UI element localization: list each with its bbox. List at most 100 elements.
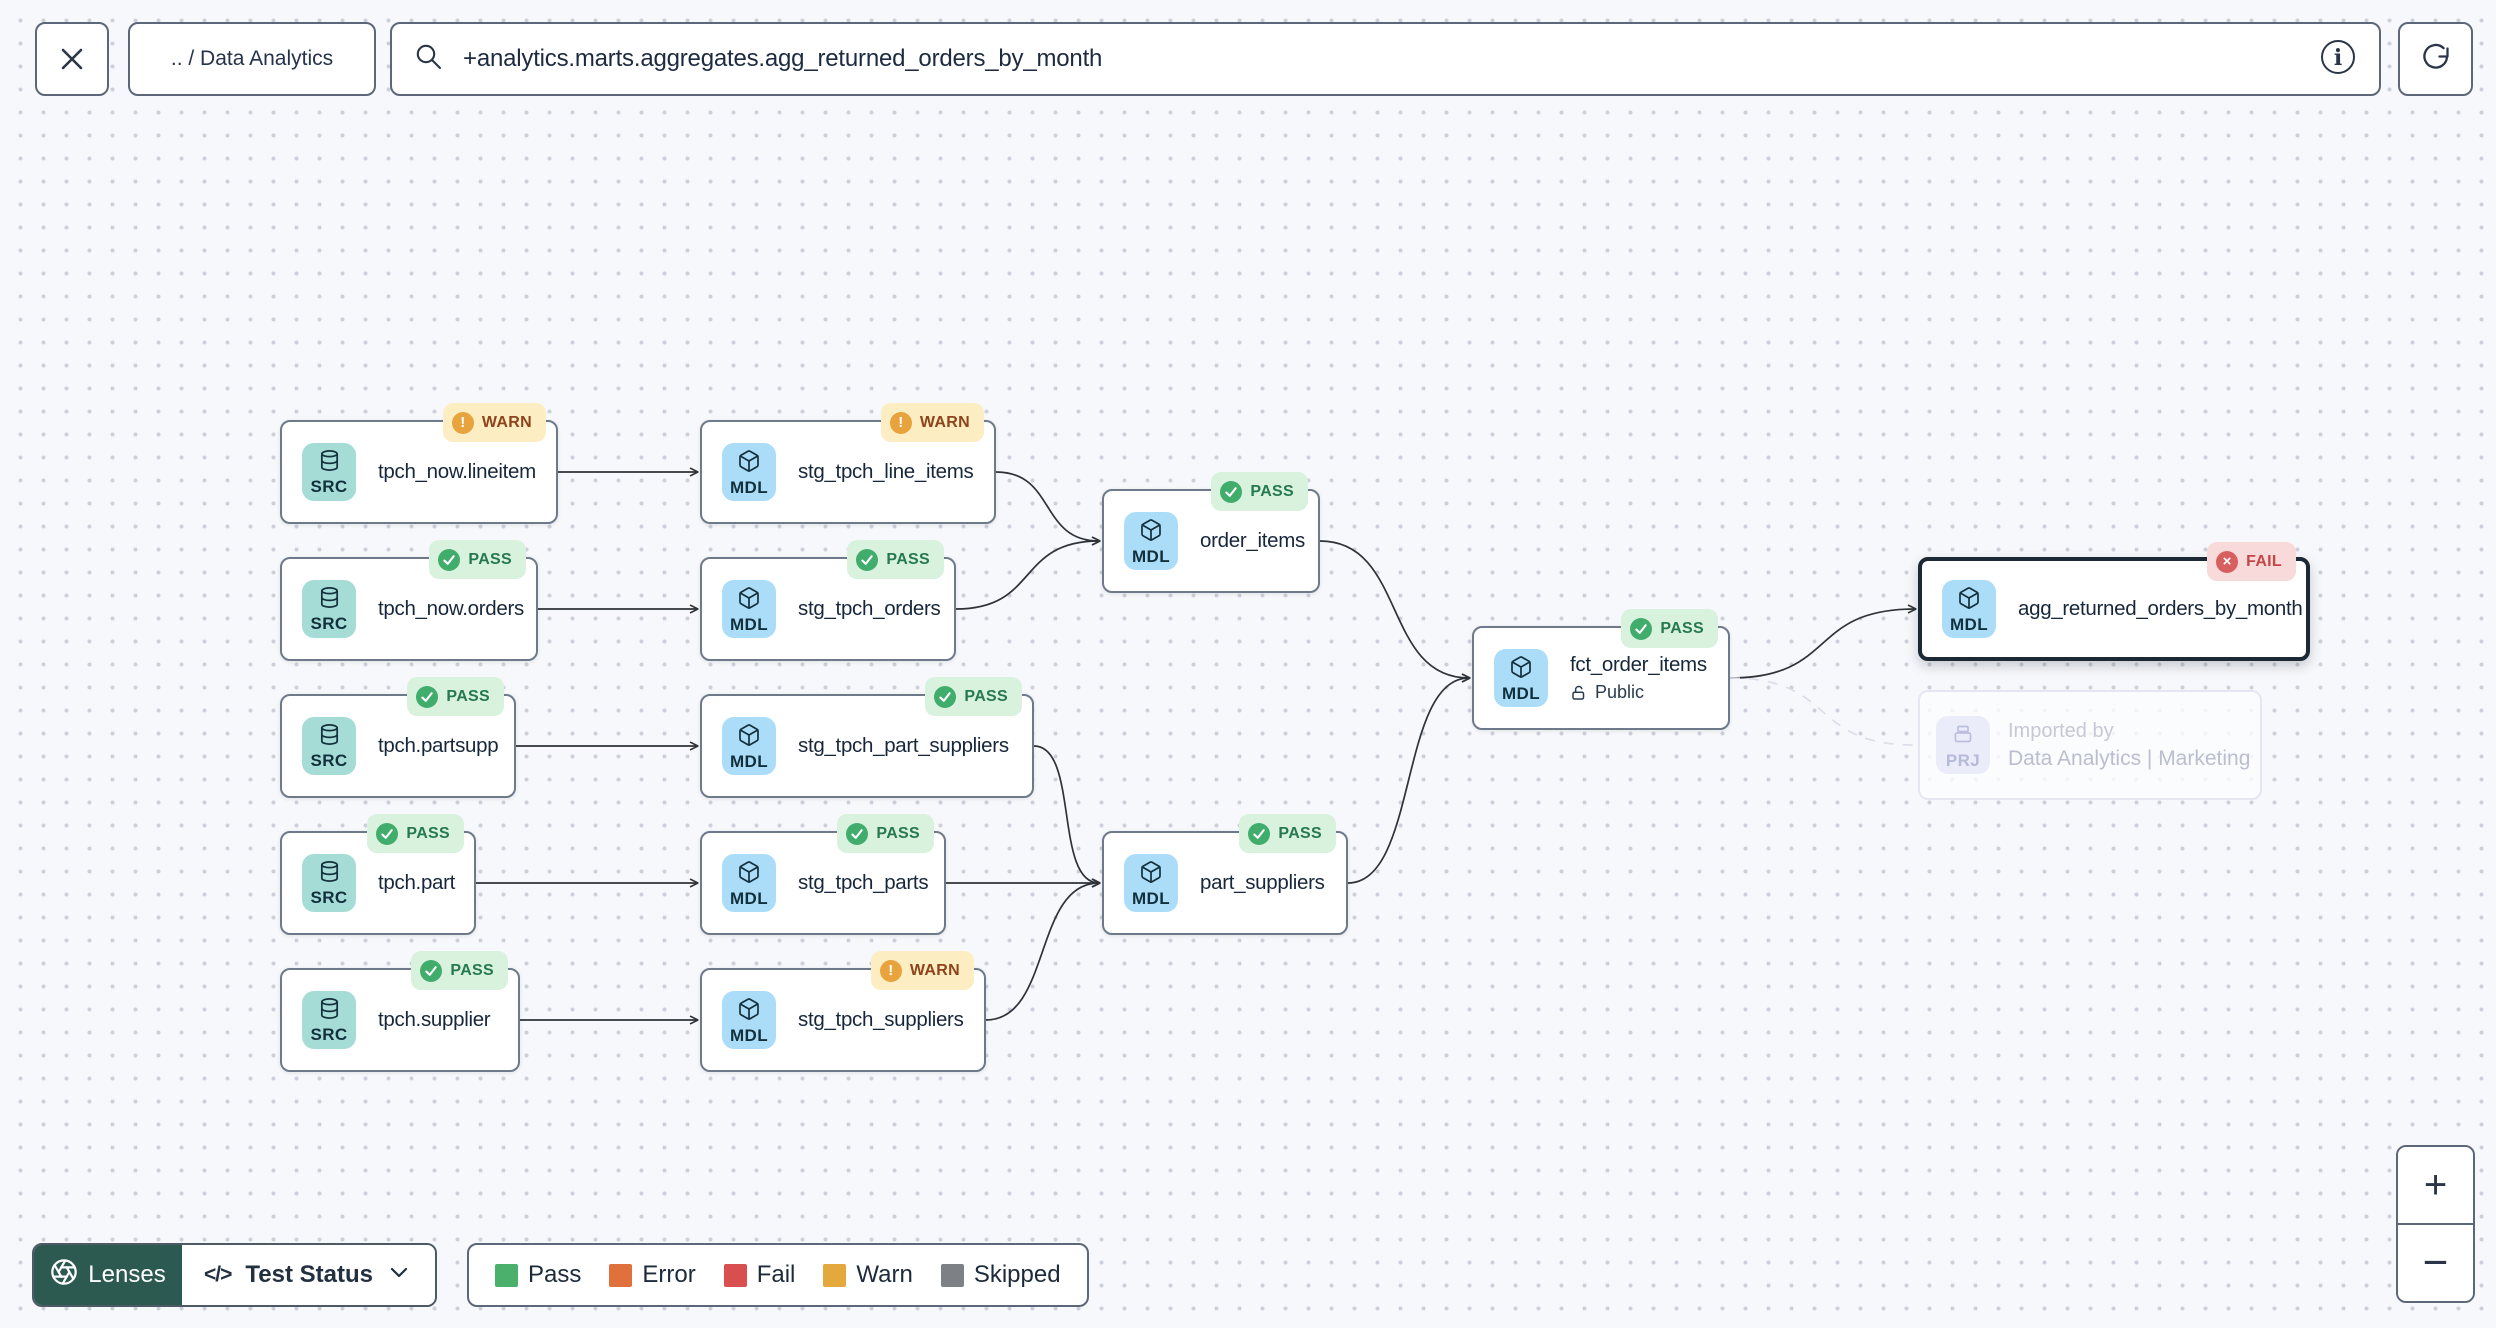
ghost-node-caption: Imported by (2008, 719, 2114, 742)
status-badge-warn: ! WARN (442, 403, 546, 442)
node-type-badge: MDL (722, 854, 776, 912)
legend-item-error: Error (609, 1261, 696, 1289)
node-type-badge: MDL (1942, 580, 1996, 638)
status-dot: ! (889, 411, 912, 434)
status-badge-warn: !WARN (870, 951, 974, 990)
node-type-label: MDL (729, 477, 769, 497)
node-type-label: MDL (1949, 614, 1989, 634)
graph-node-order_items[interactable]: MDL order_items PASS (1102, 472, 1320, 593)
status-label: WARN (481, 413, 532, 431)
node-content: stg_tpch_orders (798, 597, 941, 621)
project-icon (1951, 722, 1975, 751)
legend-label: Fail (756, 1261, 796, 1288)
graph-node-stg_parts[interactable]: MDL stg_tpch_parts PASS (700, 814, 946, 935)
status-label: FAIL (2246, 552, 2282, 570)
status-badge-pass: PASS (411, 951, 508, 990)
graph-node-part_suppliers[interactable]: MDL part_suppliers PASS (1102, 814, 1348, 935)
refresh-button[interactable] (2398, 22, 2473, 96)
node-title: tpch.part (378, 871, 456, 894)
node-type-label: SRC (310, 751, 348, 770)
status-badge-pass: PASS (407, 677, 504, 716)
node-content: part_suppliers (1200, 871, 1325, 895)
node-type-label: MDL (1131, 888, 1171, 908)
chevron-down-icon (387, 1260, 411, 1291)
status-label: PASS (886, 550, 930, 568)
node-title: order_items (1200, 529, 1305, 552)
node-content: stg_tpch_suppliers (798, 1008, 964, 1032)
close-button[interactable] (35, 22, 109, 96)
status-badge-pass: PASS (925, 677, 1022, 716)
node-type-badge: MDL (722, 443, 776, 501)
node-content: order_items (1200, 529, 1305, 553)
status-dot (438, 548, 461, 571)
status-dot: ! (451, 411, 474, 434)
status-dot (376, 822, 399, 845)
lens-selector[interactable]: </> Test Status (182, 1245, 435, 1305)
legend-label: Warn (856, 1261, 913, 1288)
node-title: tpch.partsupp (378, 734, 499, 757)
node-type-label: SRC (310, 1025, 348, 1044)
graph-node-stg_line_items[interactable]: MDL stg_tpch_line_items! WARN (700, 403, 996, 524)
node-type-badge: SRC (302, 991, 356, 1049)
status-label: PASS (964, 687, 1008, 705)
search-input[interactable] (461, 44, 2301, 74)
legend-item-warn: Warn (823, 1261, 913, 1289)
node-content: stg_tpch_parts (798, 871, 929, 895)
legend-label: Error (642, 1261, 696, 1288)
status-label: PASS (876, 824, 920, 842)
status-dot: × (2216, 550, 2239, 573)
node-title: stg_tpch_orders (798, 597, 941, 620)
search-bar: i (390, 22, 2381, 96)
node-type-label: SRC (310, 614, 348, 633)
lens-selected-label: Test Status (245, 1261, 373, 1288)
legend-swatch (940, 1263, 964, 1287)
status-label: PASS (406, 824, 450, 842)
node-content: tpch_now.orders (378, 597, 524, 621)
zoom-out-button[interactable]: − (2398, 1223, 2473, 1301)
status-badge-pass: PASS (429, 540, 526, 579)
status-label: WARN (919, 413, 970, 431)
node-content: stg_tpch_line_items (798, 460, 974, 484)
lenses-button[interactable]: Lenses (34, 1245, 182, 1305)
cube-icon (1957, 586, 1981, 615)
status-badge-fail: × FAIL (2207, 542, 2296, 581)
zoom-controls: + − (2396, 1145, 2475, 1303)
breadcrumb-label: .. / Data Analytics (170, 47, 334, 70)
legend-swatch (823, 1263, 847, 1287)
cube-icon (737, 723, 761, 752)
status-badge-pass: PASS (367, 814, 464, 853)
status-badge-pass: PASS (1239, 814, 1336, 853)
search-icon (414, 42, 443, 76)
graph-node-stg_suppliers[interactable]: MDL stg_tpch_suppliers !WARN (700, 951, 986, 1072)
refresh-icon (2418, 41, 2454, 77)
node-type-badge: MDL (722, 717, 776, 775)
breadcrumb[interactable]: .. / Data Analytics (128, 22, 376, 96)
node-content: tpch_now.lineitem (378, 460, 536, 484)
info-icon[interactable]: i (2319, 38, 2357, 81)
node-content: tpch.part (378, 871, 455, 895)
edge-stg_line_items-to-order_items (995, 471, 1099, 541)
node-access-label: Public (1570, 682, 1707, 703)
node-type-badge: SRC (302, 854, 356, 912)
node-type-badge: SRC (302, 580, 356, 638)
node-type-label: MDL (729, 1025, 769, 1045)
zoom-in-button[interactable]: + (2398, 1147, 2473, 1223)
graph-node-src_orders[interactable]: SRC tpch_now.orders PASS (280, 540, 538, 661)
node-type-label: PRJ (1945, 750, 1981, 770)
legend-label: Skipped (973, 1261, 1061, 1288)
status-label: PASS (1660, 619, 1704, 637)
database-icon (318, 586, 341, 614)
status-badge-pass: PASS (1211, 472, 1308, 511)
status-label: PASS (446, 687, 490, 705)
graph-node-src_partsupp[interactable]: SRC tpch.partsupp PASS (280, 677, 516, 798)
graph-node-src_part[interactable]: SRC tpch.part PASS (280, 814, 476, 935)
node-type-label: MDL (1131, 546, 1171, 566)
